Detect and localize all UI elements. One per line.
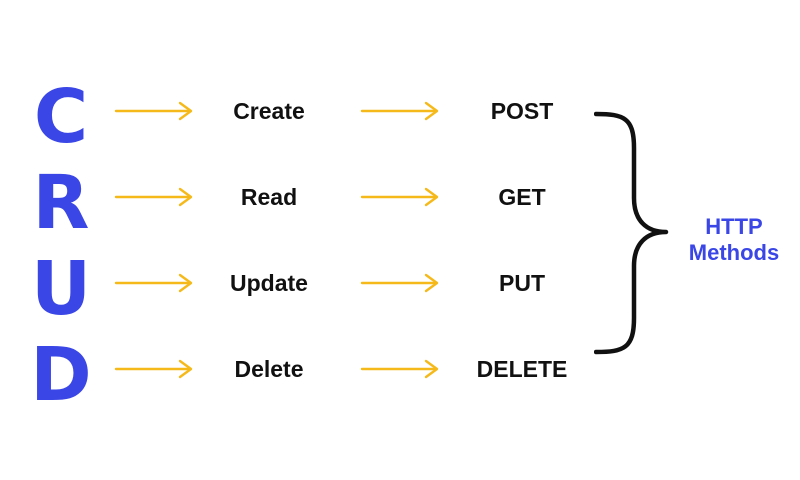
http-method-label: GET xyxy=(498,184,546,210)
crud-letter-c: C xyxy=(33,74,89,160)
curly-brace-icon xyxy=(594,111,669,355)
http-method-label: PUT xyxy=(499,270,545,296)
operation-label: Delete xyxy=(234,356,304,382)
http-method-label: POST xyxy=(490,98,554,124)
right-arrow-icon xyxy=(114,101,193,121)
right-arrow-icon xyxy=(360,273,439,293)
crud-letter-r: R xyxy=(32,160,90,246)
right-arrow-icon xyxy=(360,359,439,379)
right-arrow-icon xyxy=(360,101,439,121)
crud-letter-u: U xyxy=(30,246,92,332)
crud-letter-d: D xyxy=(30,332,92,418)
http-methods-label-line1: HTTP xyxy=(705,214,763,239)
operation-label: Read xyxy=(240,184,298,210)
http-method-label: DELETE xyxy=(476,356,568,382)
operation-label: Update xyxy=(230,270,308,296)
right-arrow-icon xyxy=(114,359,193,379)
right-arrow-icon xyxy=(360,187,439,207)
http-methods-label-line2: Methods xyxy=(688,240,780,266)
http-methods-label: HTTP Methods xyxy=(672,214,796,267)
right-arrow-icon xyxy=(114,273,193,293)
operation-label: Create xyxy=(233,98,305,124)
right-arrow-icon xyxy=(114,187,193,207)
